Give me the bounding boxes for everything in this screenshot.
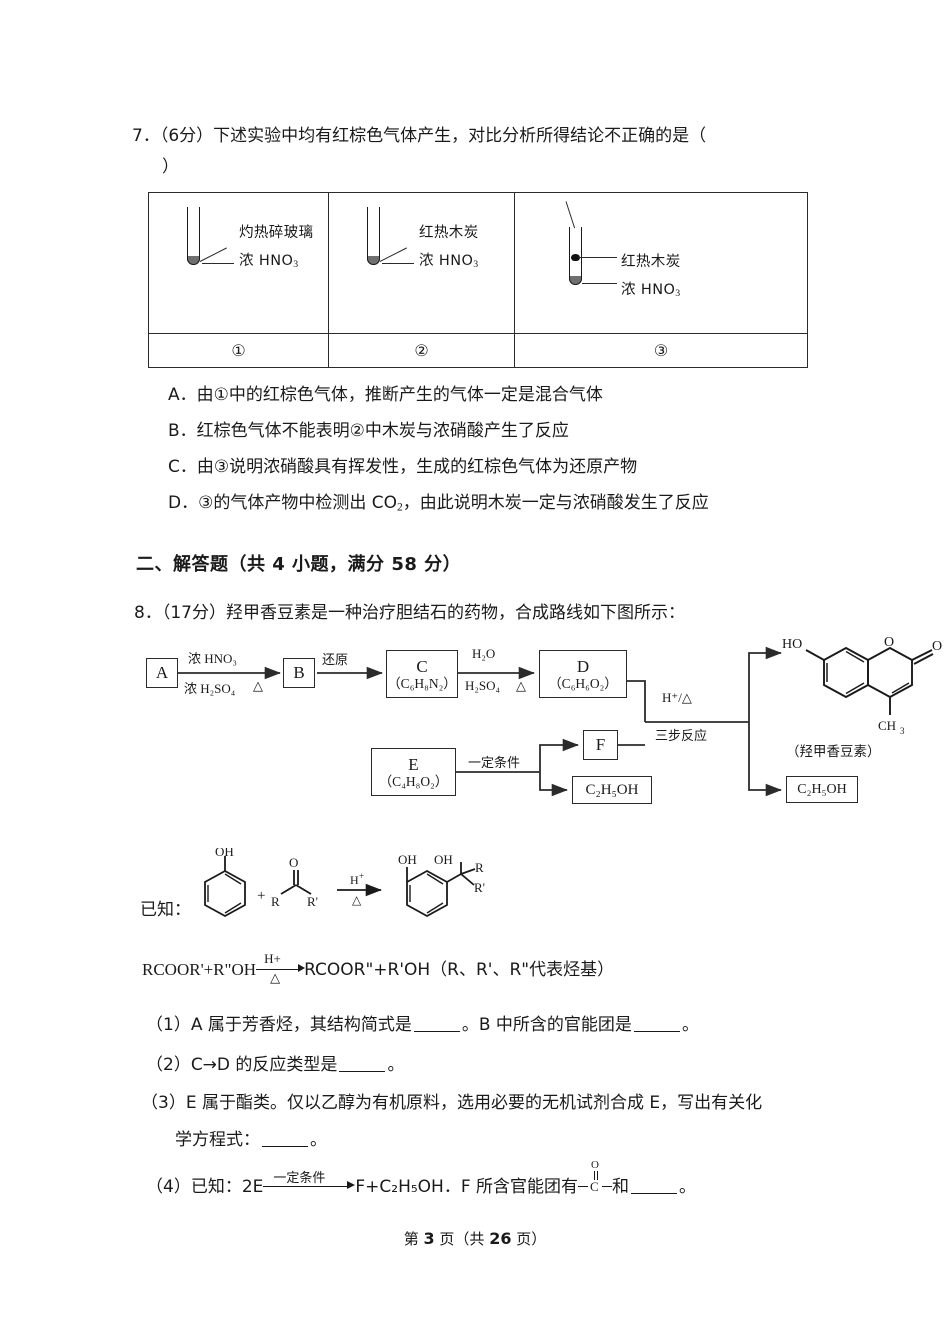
product-name-label: （羟甲香豆素） xyxy=(786,744,881,760)
label-3-top: 红热木炭 xyxy=(621,254,681,270)
svg-text:R: R xyxy=(475,860,484,875)
cond-e-reaction: 一定条件 xyxy=(468,756,521,771)
sub-question-3-cont: 学方程式：。 xyxy=(175,1130,327,1150)
apparatus-caption-1: ① xyxy=(149,334,329,367)
cond-final-top: H⁺/△ xyxy=(662,690,692,705)
leader-line-bottom xyxy=(202,263,234,264)
clamp-line xyxy=(565,201,576,229)
label-1-bottom: 浓 HNO3 xyxy=(239,253,299,271)
choice-a: A．由①中的红棕色气体，推断产生的气体一定是混合气体 xyxy=(168,385,603,405)
scheme-box-c: C （C₆H₈N₂） xyxy=(386,650,458,698)
answer-blank-3[interactable] xyxy=(262,1146,308,1147)
answer-blank-2[interactable] xyxy=(339,1071,386,1072)
leader-line-top xyxy=(199,247,227,262)
q7-stem-cont: ） xyxy=(162,157,179,177)
choice-b: B．红棕色气体不能表明②中木炭与浓硝酸产生了反应 xyxy=(168,421,569,441)
svg-text:OH: OH xyxy=(434,852,453,867)
cond-c-to-d-delta: △ xyxy=(516,678,526,693)
tube-liquid-icon xyxy=(367,256,380,265)
leader-line-bottom xyxy=(582,283,617,284)
q7-score: （6分） xyxy=(159,126,214,146)
footer-suffix: 页） xyxy=(516,1230,547,1248)
label-2-top: 红热木炭 xyxy=(419,225,479,241)
cond-final-bottom: 三步反应 xyxy=(655,729,708,744)
svg-text:H: H xyxy=(350,873,359,887)
answer-blank-1b[interactable] xyxy=(633,1031,680,1032)
svg-text:+: + xyxy=(359,871,364,881)
product-structure-coumarin: HO O O CH 3 xyxy=(780,626,950,746)
apparatus-row-diagrams: 灼热碎玻璃 浓 HNO3 红热木炭 浓 HNO3 xyxy=(149,193,807,333)
svg-text:R': R' xyxy=(474,880,485,895)
answer-blank-4[interactable] xyxy=(631,1193,678,1194)
svg-text:O: O xyxy=(932,639,942,654)
tube-liquid-icon xyxy=(569,276,582,285)
leader-line-bottom xyxy=(382,263,414,264)
cond-a-to-b-top: 浓 HNO₃ xyxy=(188,651,237,666)
question-8-stem: 8．（17分）羟甲香豆素是一种治疗胆结石的药物，合成路线如下图所示： xyxy=(134,603,685,623)
svg-text:△: △ xyxy=(352,893,362,907)
svg-text:OH: OH xyxy=(398,852,417,867)
apparatus-caption-3: ③ xyxy=(653,342,669,360)
sub-question-2: （2）C→D 的反应类型是。 xyxy=(146,1055,405,1075)
svg-text:O: O xyxy=(289,855,298,870)
apparatus-cell-1: 灼热碎玻璃 浓 HNO3 xyxy=(149,193,329,333)
section-2-heading: 二、解答题（共 4 小题，满分 58 分） xyxy=(136,554,462,575)
scheme-box-b: B xyxy=(283,658,315,688)
cond-a-to-b-bottom: 浓 H₂SO₄ xyxy=(184,681,236,696)
scheme-box-f: F xyxy=(583,730,618,760)
q7-stem-text: 下述实验中均有红棕色气体产生，对比分析所得结论不正确的是（ xyxy=(213,126,707,146)
label-3-bottom: 浓 HNO3 xyxy=(621,282,681,300)
sub-question-3: （3）E 属于酯类。仅以乙醇为有机原料，选用必要的无机试剂合成 E，写出有关化 xyxy=(141,1093,763,1113)
known-label: 已知： xyxy=(140,900,191,920)
page-footer: 第 3 页（共 26 页） xyxy=(0,1228,950,1249)
choice-c: C．由③说明浓硝酸具有挥发性，生成的红棕色气体为还原产物 xyxy=(168,457,638,477)
q7-number: 7． xyxy=(132,126,160,146)
svg-text:HO: HO xyxy=(782,637,802,652)
apparatus-cell-3: 红热木炭 浓 HNO3 xyxy=(515,193,807,333)
svg-text:R': R' xyxy=(307,894,318,909)
leader-line-top xyxy=(578,257,617,258)
tube-liquid-icon xyxy=(187,256,200,265)
footer-total-pages: 26 xyxy=(489,1229,512,1248)
cond-c-to-d-bottom: H₂SO₄ xyxy=(465,678,501,693)
answer-blank-1a[interactable] xyxy=(413,1031,460,1032)
question-7-stem: 7．（6分）下述实验中均有红棕色气体产生，对比分析所得结论不正确的是（ ） xyxy=(132,120,822,183)
svg-text:CH: CH xyxy=(878,718,896,733)
known-reaction-scheme-1: OH + R R' O H + △ OH OH R R' xyxy=(195,844,485,928)
svg-text:3: 3 xyxy=(900,726,905,736)
footer-prefix: 第 xyxy=(403,1230,419,1248)
scheme-box-ethanol-2: C₂H₅OH xyxy=(786,776,858,803)
choice-d: D．③的气体产物中检测出 CO2，由此说明木炭一定与浓硝酸发生了反应 xyxy=(168,493,709,514)
svg-text:+: + xyxy=(257,888,265,904)
cond-a-to-b-delta: △ xyxy=(253,678,263,693)
leader-line-top xyxy=(379,247,407,262)
scheme-box-ethanol-1: C₂H₅OH xyxy=(572,776,652,804)
footer-mid: 页（共 xyxy=(439,1230,485,1248)
apparatus-table: 灼热碎玻璃 浓 HNO3 红热木炭 浓 HNO3 xyxy=(148,192,808,368)
cond-b-to-c: 还原 xyxy=(322,653,349,668)
scheme-box-a: A xyxy=(146,658,178,688)
apparatus-caption-2: ② xyxy=(329,334,515,367)
footer-page-number: 3 xyxy=(423,1229,435,1248)
hot-charcoal-icon xyxy=(571,254,580,261)
scheme-box-e: E （C₄H₈O₂） xyxy=(371,748,456,796)
scheme-box-d: D （C₆H₆O₂） xyxy=(539,650,627,698)
svg-text:R: R xyxy=(271,894,280,909)
apparatus-row-captions: ① ② ③ xyxy=(149,333,807,367)
cond-c-to-d-top: H₂O xyxy=(472,646,496,661)
label-1-top: 灼热碎玻璃 xyxy=(239,225,314,241)
svg-text:O: O xyxy=(884,635,894,650)
apparatus-cell-2: 红热木炭 浓 HNO3 xyxy=(329,193,515,333)
svg-text:OH: OH xyxy=(215,848,234,859)
label-2-bottom: 浓 HNO3 xyxy=(419,253,479,271)
sub-question-1: （1）A 属于芳香烃，其结构简式是。B 中所含的官能团是。 xyxy=(146,1015,699,1035)
